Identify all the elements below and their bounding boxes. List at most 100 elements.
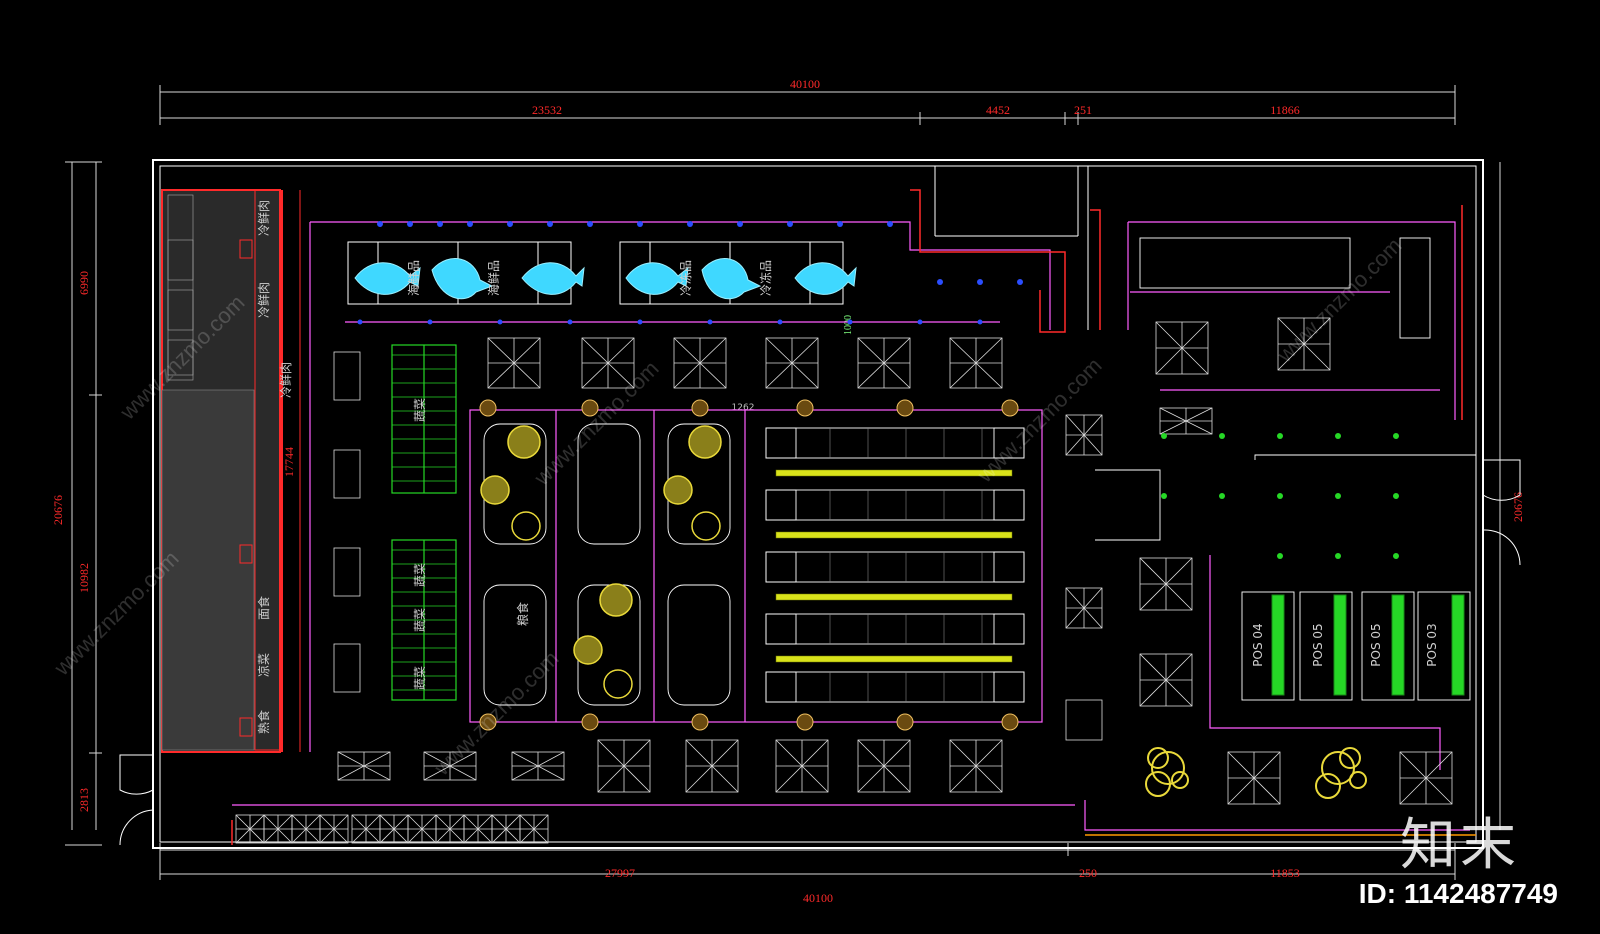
dim-bottom-seg-3: 11853 (1270, 866, 1300, 880)
frozen-label-2: 冷鲜肉 (257, 282, 271, 318)
dim-right-total: 20676 (1511, 492, 1525, 522)
watermark-text: www.znzmo.com (529, 356, 664, 491)
pos-label-4: POS 03 (1425, 623, 1439, 666)
sensor-dot (887, 221, 893, 227)
dim-mid-marker: 1000 (843, 315, 854, 335)
vegetable-label-1: 蔬菜 (413, 398, 427, 422)
dim-top-seg-2: 4452 (986, 103, 1010, 117)
frozen-label-1: 冷鲜肉 (257, 200, 271, 236)
pallet-box (333, 547, 361, 597)
lamp-fixture (796, 399, 814, 417)
aquatic-labels: 海鲜品 海鲜品 冷冻品 冷冻品 (406, 260, 773, 296)
gondola-shelf (765, 671, 1025, 703)
sensor-dot (637, 319, 643, 325)
ceiling-lamps (479, 399, 1019, 731)
left-kitchen-area (161, 189, 301, 753)
sensor-dot (587, 221, 593, 227)
sensor-dot (567, 319, 573, 325)
dimension-texts: 40100 23532 4452 251 11866 27997 250 118… (51, 77, 1525, 905)
sensor-dot (637, 221, 643, 227)
dim-bottom-seg-2: 250 (1079, 866, 1097, 880)
lamp-fixture (691, 713, 709, 731)
aquatic-label-2: 海鲜品 (486, 260, 501, 296)
sensor-dot (407, 221, 413, 227)
lamp-fixture (896, 713, 914, 731)
fish-icons (354, 258, 857, 300)
vegetable-label-2: 蔬菜 (413, 563, 427, 587)
sensor-dot (787, 221, 793, 227)
lamp-fixture (691, 399, 709, 417)
sensor-dot (847, 319, 853, 325)
gondola-shelf (765, 489, 1025, 521)
lamp-fixture (581, 713, 599, 731)
fish-icon (625, 262, 689, 295)
outer-walls (152, 159, 1484, 849)
lamp-fixture (1001, 713, 1019, 731)
gondola-shelf (765, 613, 1025, 645)
sensor-dot (497, 319, 503, 325)
pallet-box (333, 449, 361, 499)
fish-icon (701, 258, 762, 300)
dim-top-total: 40100 (790, 77, 820, 91)
vegetable-label-3: 蔬菜 (413, 608, 427, 632)
sensor-dot (707, 319, 713, 325)
gondola-shelf (765, 427, 1025, 459)
dim-left-seg-1: 6990 (77, 271, 91, 295)
pallet-box (333, 643, 361, 693)
dim-aisle-width: 1262 (732, 403, 755, 413)
aquatic-label-4: 冷冻品 (758, 260, 773, 296)
sensor-dot (427, 319, 433, 325)
dim-left-inner: 17744 (282, 447, 296, 477)
round-tables-right (1145, 747, 1367, 799)
round-display-tables (480, 425, 722, 699)
aquatic-label-1: 海鲜品 (406, 260, 421, 296)
pallet-box (1065, 699, 1103, 741)
dim-left-seg-2: 10982 (77, 563, 91, 593)
produce-bins (483, 423, 731, 706)
vegetable-label-4: 蔬菜 (413, 666, 427, 690)
fish-icon (521, 262, 585, 295)
central-island (469, 409, 1043, 723)
pallet-box (333, 351, 361, 401)
dim-top-seg-1: 23532 (532, 103, 562, 117)
lamp-fixture (896, 399, 914, 417)
sensor-dot (357, 319, 363, 325)
yellow-shelf-strip (775, 655, 1013, 663)
lamp-fixture (479, 713, 497, 731)
wall-label-deli: 熟食 (256, 710, 271, 734)
dim-top-seg-4: 11866 (1270, 103, 1300, 117)
yellow-shelf-strip (775, 593, 1013, 601)
image-id: ID: 1142487749 (1358, 878, 1558, 909)
wall-label-noodles: 面食 (256, 596, 271, 620)
sensor-dot (977, 319, 983, 325)
red-partition (231, 189, 1476, 845)
sensor-dot (737, 221, 743, 227)
sensor-dot (917, 319, 923, 325)
dim-left-seg-3: 2813 (77, 788, 91, 812)
yellow-shelf-strip (775, 469, 1013, 477)
watermark-text: www.znzmo.com (1272, 233, 1407, 368)
watermark-text: www.znzmo.com (972, 353, 1107, 488)
sensor-dot (977, 279, 983, 285)
sensor-dot (1017, 279, 1023, 285)
sensor-dot (377, 221, 383, 227)
ceiling-sensors (357, 221, 1023, 325)
fish-icon (794, 262, 857, 295)
sensor-dot (467, 221, 473, 227)
fish-icon (431, 258, 494, 300)
sensor-dot (547, 221, 553, 227)
sensor-dot (437, 221, 443, 227)
lamp-fixture (1001, 399, 1019, 417)
light-fixtures-green (1161, 433, 1399, 559)
checkout-area (1095, 237, 1476, 701)
aquatic-label-3: 冷冻品 (678, 260, 693, 296)
perimeter-shelving (232, 221, 1470, 831)
dim-bottom-total: 40100 (803, 891, 833, 905)
left-wall-labels: 冷鲜肉 冷鲜肉 冷鲜肉 面食 凉菜 熟食 (256, 200, 293, 734)
dimension-lines (65, 85, 1501, 880)
lamp-fixture (479, 399, 497, 417)
gondola-shelf (765, 551, 1025, 583)
entrance-doors (119, 459, 1521, 846)
pos-label-3: POS 05 (1369, 623, 1383, 666)
dim-left-total: 20676 (51, 495, 65, 525)
